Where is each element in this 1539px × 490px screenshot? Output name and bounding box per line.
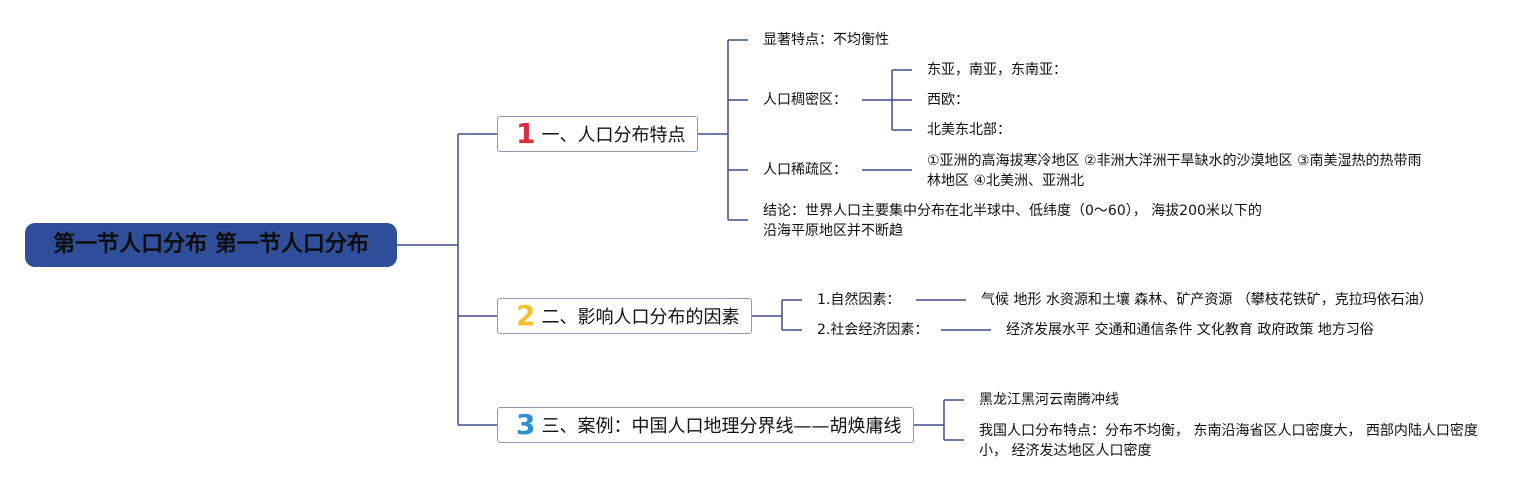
- b1-conclusion[interactable]: 结论：世界人口主要集中分布在北半球中、低纬度（0～60）， 海拔200米以下的沿…: [763, 203, 1262, 239]
- b2-social[interactable]: 2.社会经济因素：: [817, 322, 929, 338]
- b1-dense-asia[interactable]: 东亚，南亚，东南亚：: [927, 62, 1067, 78]
- branch-2-node[interactable]: 2 二、影响人口分布的因素: [497, 298, 752, 334]
- number-1-icon: 1: [516, 117, 536, 150]
- b1-sparse-detail[interactable]: ①亚洲的高海拔寒冷地区 ②非洲大洋洲干旱缺水的沙漠地区 ③南美湿热的热带雨林地区…: [927, 153, 1422, 189]
- branch-2-label: 二、影响人口分布的因素: [541, 307, 740, 328]
- b1-dense-europe[interactable]: 西欧：: [927, 92, 969, 108]
- b1-sparse[interactable]: 人口稀疏区：: [763, 162, 847, 178]
- b1-dense-na[interactable]: 北美东北部：: [927, 122, 1011, 138]
- branch-1-label: 一、人口分布特点: [541, 125, 686, 146]
- b1-dense[interactable]: 人口稠密区：: [763, 92, 847, 108]
- branch-3-label: 三、案例：中国人口地理分界线——胡焕庸线: [541, 416, 902, 437]
- b3-line[interactable]: 黑龙江黑河云南腾冲线: [979, 392, 1119, 408]
- root-node[interactable]: 第一节人口分布 第一节人口分布: [25, 223, 397, 267]
- b2-social-detail[interactable]: 经济发展水平 交通和通信条件 文化教育 政府政策 地方习俗: [1006, 322, 1374, 338]
- b2-natural-detail[interactable]: 气候 地形 水资源和土壤 森林、矿产资源 （攀枝花铁矿，克拉玛依石油）: [981, 292, 1433, 308]
- number-2-icon: 2: [516, 299, 536, 332]
- root-title: 第一节人口分布 第一节人口分布: [53, 232, 369, 257]
- b3-feature[interactable]: 我国人口分布特点：分布不均衡， 东南沿海省区人口密度大， 西部内陆人口密度小， …: [979, 423, 1478, 459]
- branch-3-node[interactable]: 3 三、案例：中国人口地理分界线——胡焕庸线: [497, 407, 914, 443]
- branch-1-node[interactable]: 1 一、人口分布特点: [497, 116, 698, 152]
- b2-natural[interactable]: 1.自然因素：: [817, 292, 901, 308]
- number-3-icon: 3: [516, 408, 536, 441]
- b1-feature[interactable]: 显著特点：不均衡性: [763, 32, 889, 48]
